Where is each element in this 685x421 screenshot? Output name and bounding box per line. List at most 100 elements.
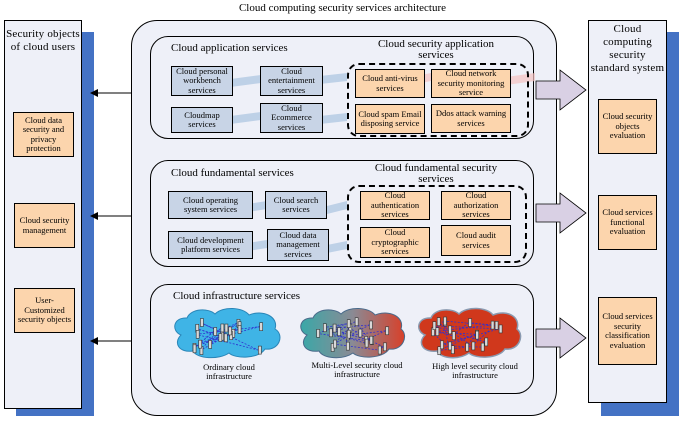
- network-link: [443, 320, 492, 326]
- network-link: [192, 331, 214, 350]
- service-cryptographic: Cloud cryptographic services: [360, 227, 430, 258]
- server-node-icon: [436, 317, 441, 326]
- network-link: [465, 334, 476, 348]
- service-personal-workbench: Cloud personal workbench services: [171, 66, 233, 96]
- network-link: [196, 333, 259, 351]
- service-development-platform: Cloud development platform services: [168, 231, 253, 259]
- server-node-icon: [475, 330, 479, 340]
- service-ddos-warning: Ddos attack warning services: [431, 104, 511, 133]
- service-audit: Cloud audit services: [441, 225, 511, 256]
- network-link: [316, 332, 365, 341]
- fundamental-security-services-title: Cloud fundamental security services: [374, 162, 498, 185]
- right-item-classification-evaluation: Cloud services security classification e…: [598, 297, 657, 365]
- network-link: [346, 330, 386, 337]
- server-node-icon: [316, 329, 320, 338]
- diagram-title: Cloud computing security services archit…: [238, 2, 447, 14]
- server-node-icon: [377, 345, 382, 355]
- service-network-monitoring: Cloud network security monitoring servic…: [431, 69, 511, 98]
- arrow-to-left-panel-2: [90, 212, 132, 220]
- left-item-security-management: Cloud security management: [14, 203, 75, 248]
- server-node-icon: [329, 328, 333, 338]
- security-application-services-group: [347, 63, 529, 137]
- server-node-icon: [432, 321, 437, 330]
- server-node-icon: [224, 323, 229, 333]
- caption-multi-level-cloud: Multi-Level security cloud infrastructur…: [311, 360, 403, 379]
- service-anti-virus: Cloud anti-virus services: [355, 69, 425, 98]
- server-node-icon: [332, 323, 337, 333]
- application-services-title: Cloud application services: [171, 42, 288, 54]
- left-panel-title: Security objects of cloud users: [6, 28, 80, 53]
- network-link: [443, 322, 449, 346]
- server-node-icon: [369, 335, 374, 345]
- server-node-icon: [498, 324, 503, 334]
- network-link: [432, 325, 500, 330]
- service-spam-email: Cloud spam Email disposing service: [355, 104, 425, 134]
- server-node-icon: [369, 320, 373, 330]
- server-node-icon: [383, 342, 387, 352]
- server-node-icon: [448, 325, 452, 335]
- arrow-to-left-panel-1: [90, 89, 132, 97]
- network-link: [200, 322, 230, 336]
- server-node-icon: [358, 328, 363, 338]
- network-link: [316, 323, 348, 334]
- group-infrastructure-services: Cloud infrastructure services Ordinary c…: [150, 284, 534, 394]
- network-link: [435, 329, 449, 333]
- server-node-icon: [480, 342, 485, 352]
- right-panel: Cloud computing security standard system…: [588, 20, 667, 403]
- server-node-icon: [435, 327, 440, 336]
- server-node-icon: [337, 327, 341, 337]
- server-node-icon: [220, 323, 225, 333]
- network-link: [440, 328, 500, 346]
- server-node-icon: [468, 318, 472, 327]
- left-panel: Security objects of cloud users Cloud da…: [4, 20, 82, 409]
- server-node-icon: [198, 339, 202, 349]
- server-node-icon: [333, 339, 337, 349]
- service-cloudmap: Cloudmap services: [171, 107, 233, 133]
- network-link: [369, 339, 384, 348]
- service-entertainment: Cloud entertainment services: [260, 66, 323, 96]
- network-link: [448, 324, 492, 331]
- block-arrow-fundamental: [535, 192, 587, 234]
- server-node-icon: [471, 341, 476, 351]
- server-node-icon: [228, 326, 232, 336]
- right-item-objects-evaluation: Cloud security objects evaluation: [598, 99, 657, 154]
- server-node-icon: [440, 340, 444, 350]
- server-node-icon: [364, 338, 369, 348]
- server-node-icon: [208, 340, 212, 349]
- service-operating-system: Cloud operating system services: [168, 191, 253, 219]
- fundamental-security-services-group: [347, 185, 527, 263]
- right-panel-title: Cloud computing security standard system: [590, 23, 665, 74]
- left-item-user-customized: User-Customized security objects: [14, 288, 75, 333]
- server-node-icon: [259, 322, 263, 331]
- network-link: [333, 343, 379, 351]
- cloud-multi-level-icon: [300, 308, 405, 359]
- cloud-nodes-layer: [192, 316, 503, 356]
- server-node-icon: [465, 342, 469, 352]
- network-link: [199, 327, 222, 351]
- server-node-icon: [195, 330, 200, 339]
- service-search: Cloud search services: [265, 191, 327, 219]
- network-link: [364, 330, 386, 341]
- server-node-icon: [323, 323, 327, 333]
- server-node-icon: [448, 341, 452, 351]
- server-node-icon: [258, 345, 262, 355]
- server-node-icon: [218, 333, 223, 342]
- server-node-icon: [385, 326, 389, 336]
- service-authentication: Cloud authentication services: [360, 191, 430, 220]
- service-data-management: Cloud data management services: [267, 229, 329, 261]
- infrastructure-services-title: Cloud infrastructure services: [173, 290, 301, 302]
- server-node-icon: [451, 331, 456, 340]
- server-node-icon: [346, 341, 350, 351]
- caption-high-level-cloud: High level security cloud infrastructure: [432, 361, 518, 380]
- server-node-icon: [213, 327, 218, 336]
- server-node-icon: [490, 320, 495, 330]
- right-item-functional-evaluation: Cloud services functional evaluation: [598, 195, 657, 250]
- group-application-services: Cloud application services Cloud persona…: [150, 36, 535, 139]
- server-node-icon: [346, 319, 351, 329]
- caption-ordinary-cloud: Ordinary cloud infrastructure: [203, 362, 255, 381]
- server-node-icon: [223, 333, 228, 343]
- server-node-icon: [200, 318, 204, 327]
- arrow-to-left-panel-3: [90, 337, 132, 345]
- server-node-icon: [443, 316, 447, 326]
- left-item-data-security: Cloud data security and privacy protecti…: [13, 112, 74, 157]
